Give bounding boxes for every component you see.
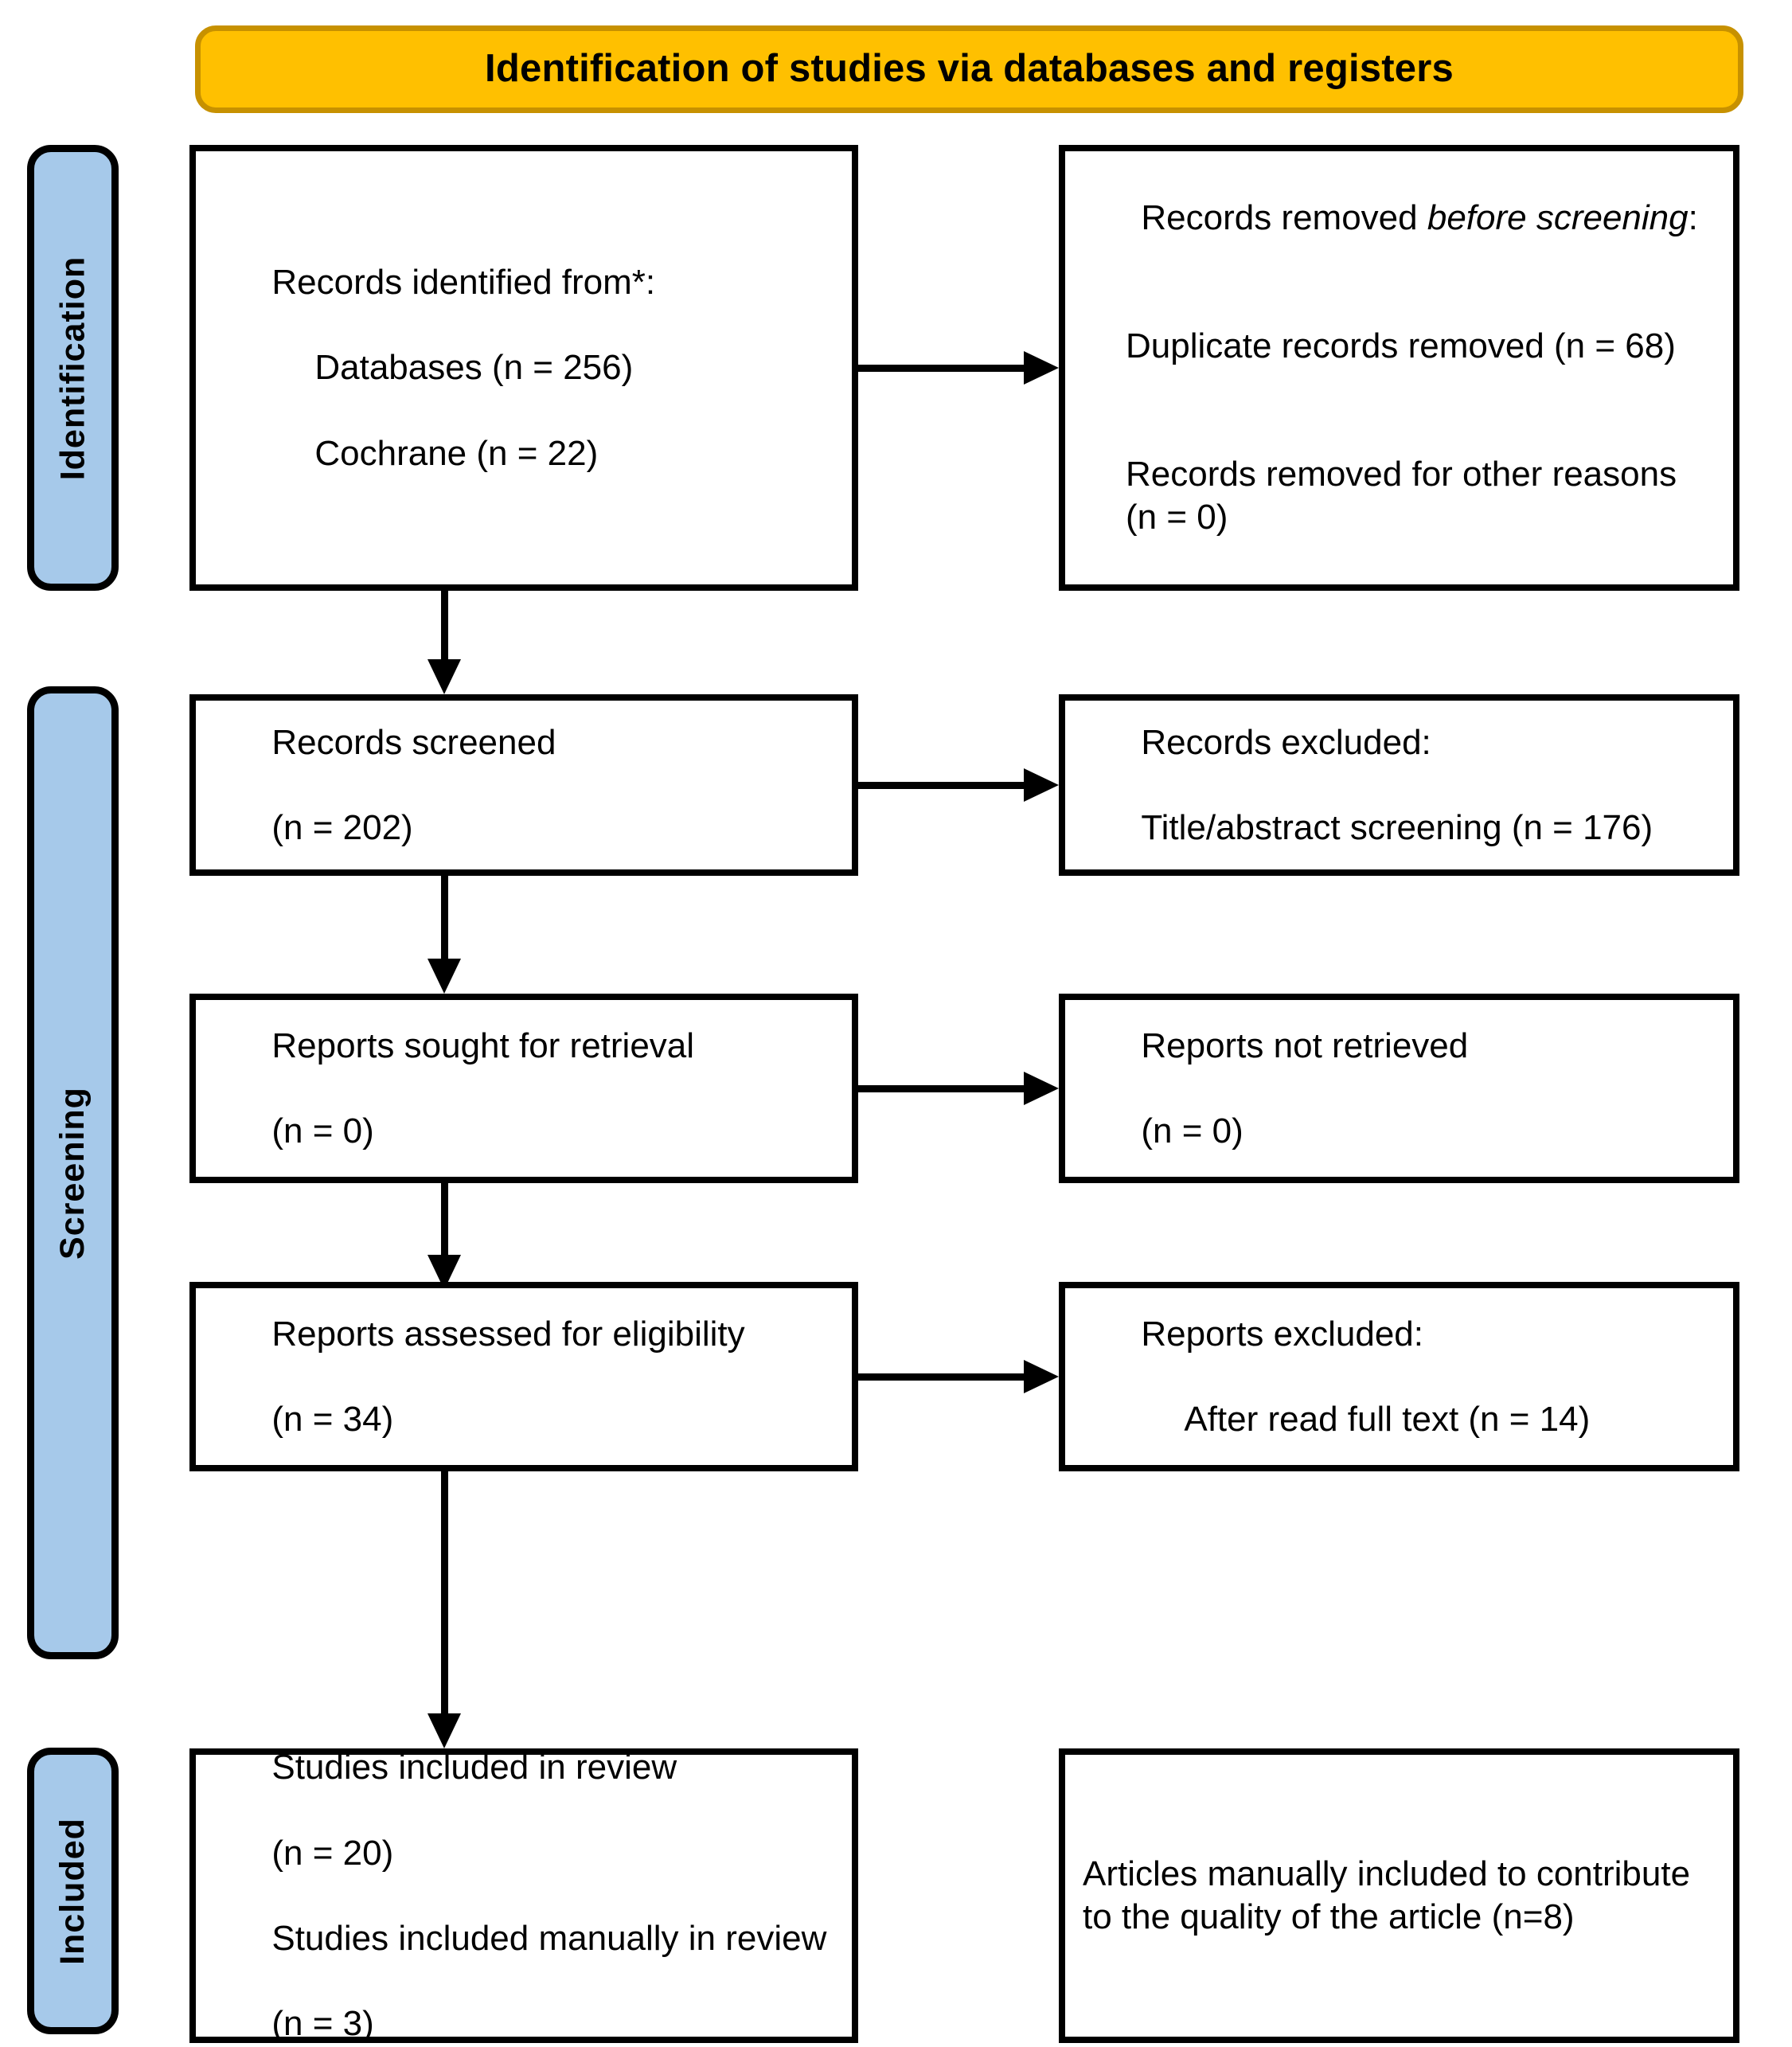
box-reports-assessed-text: Reports assessed for eligibility (n = 34… — [271, 1314, 745, 1439]
stage-label-identification-text: Identification — [53, 256, 92, 480]
box-records-identified: Records identified from*: Databases (n =… — [189, 145, 858, 591]
box-studies-included: Studies included in review (n = 20) Stud… — [189, 1748, 858, 2043]
stage-label-identification: Identification — [27, 145, 119, 591]
box-reports-not-retrieved: Reports not retrieved (n = 0) — [1059, 994, 1739, 1183]
box-records-screened: Records screened (n = 202) — [189, 694, 858, 876]
box-reports-assessed: Reports assessed for eligibility (n = 34… — [189, 1282, 858, 1471]
box-records-removed-before-screening: Records removed before screening: Duplic… — [1059, 145, 1739, 591]
box-articles-manually-included: Articles manually included to contribute… — [1059, 1748, 1739, 2043]
box-records-excluded-text: Records excluded: Title/abstract screeni… — [1141, 722, 1653, 847]
box-records-screened-text: Records screened (n = 202) — [271, 722, 556, 847]
box-reports-sought-text: Reports sought for retrieval (n = 0) — [271, 1025, 695, 1150]
stage-label-screening: Screening — [27, 686, 119, 1659]
stage-label-screening-text: Screening — [53, 1086, 92, 1260]
stage-label-included-text: Included — [53, 1817, 92, 1965]
box-studies-included-text: Studies included in review (n = 20) Stud… — [271, 1748, 827, 2044]
box-reports-not-retrieved-text: Reports not retrieved (n = 0) — [1141, 1025, 1469, 1150]
box-records-identified-text: Records identified from*: Databases (n =… — [271, 262, 656, 473]
stage-label-included: Included — [27, 1748, 119, 2034]
box-articles-manually-included-text: Articles manually included to contribute… — [1083, 1854, 1700, 1936]
box-records-removed-text: Records removed before screening: Duplic… — [1126, 198, 1698, 537]
diagram-header-banner: Identification of studies via databases … — [195, 25, 1743, 113]
box-reports-excluded-text: Reports excluded: After read full text (… — [1141, 1314, 1591, 1439]
box-reports-excluded: Reports excluded: After read full text (… — [1059, 1282, 1739, 1471]
box-reports-sought: Reports sought for retrieval (n = 0) — [189, 994, 858, 1183]
box-records-excluded: Records excluded: Title/abstract screeni… — [1059, 694, 1739, 876]
page-title: Identification of studies via databases … — [485, 47, 1454, 91]
